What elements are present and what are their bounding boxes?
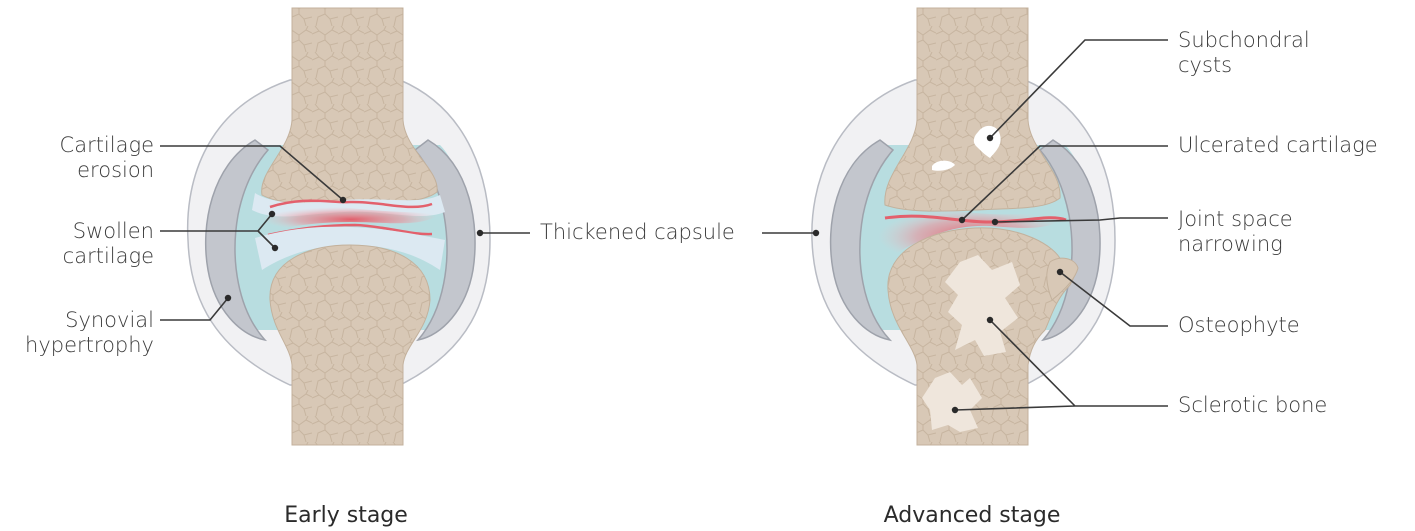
label-osteophyte: Osteophyte <box>1178 313 1300 338</box>
label-swollen-cartilage-line1: Swollen <box>20 219 154 244</box>
label-subchondral-line2: cysts <box>1178 53 1310 78</box>
label-swollen-cartilage-line2: cartilage <box>20 244 154 269</box>
label-synovial-line1: Synovial <box>0 308 154 333</box>
label-cartilage-erosion-line2: erosion <box>20 158 154 183</box>
label-subchondral-cysts: Subchondral cysts <box>1178 28 1310 78</box>
label-synovial-line2: hypertrophy <box>0 333 154 358</box>
caption-advanced-stage: Advanced stage <box>884 503 1061 528</box>
dot-cartilage-erosion <box>340 197 346 203</box>
dot-capsule-early <box>477 230 483 236</box>
label-thickened-capsule: Thickened capsule <box>540 220 735 245</box>
label-sclerotic-bone: Sclerotic bone <box>1178 393 1327 418</box>
label-subchondral-line1: Subchondral <box>1178 28 1310 53</box>
dot-sclerotic-upper <box>987 317 993 323</box>
label-synovial-hypertrophy: Synovial hypertrophy <box>0 308 154 358</box>
dot-swollen-lower <box>272 245 278 251</box>
label-swollen-cartilage: Swollen cartilage <box>20 219 154 269</box>
dot-capsule-advanced <box>813 230 819 236</box>
label-cartilage-erosion-line1: Cartilage <box>20 133 154 158</box>
dot-sclerotic-lower <box>952 407 958 413</box>
dot-swollen-upper <box>269 211 275 217</box>
dot-narrowing <box>992 219 998 225</box>
early-stage-joint <box>188 8 490 445</box>
advanced-stage-joint <box>812 8 1115 445</box>
early-lower-bone <box>270 245 430 445</box>
caption-early-stage: Early stage <box>284 503 408 528</box>
label-cartilage-erosion: Cartilage erosion <box>20 133 154 183</box>
label-narrowing-line2: narrowing <box>1178 232 1293 257</box>
dot-ulcerated <box>959 217 965 223</box>
label-ulcerated-cartilage: Ulcerated cartilage <box>1178 133 1378 158</box>
dot-synovial <box>225 295 231 301</box>
label-narrowing-line1: Joint space <box>1178 207 1293 232</box>
dot-subchondral <box>987 135 993 141</box>
dot-osteophyte <box>1057 269 1063 275</box>
label-joint-space-narrowing: Joint space narrowing <box>1178 207 1293 257</box>
